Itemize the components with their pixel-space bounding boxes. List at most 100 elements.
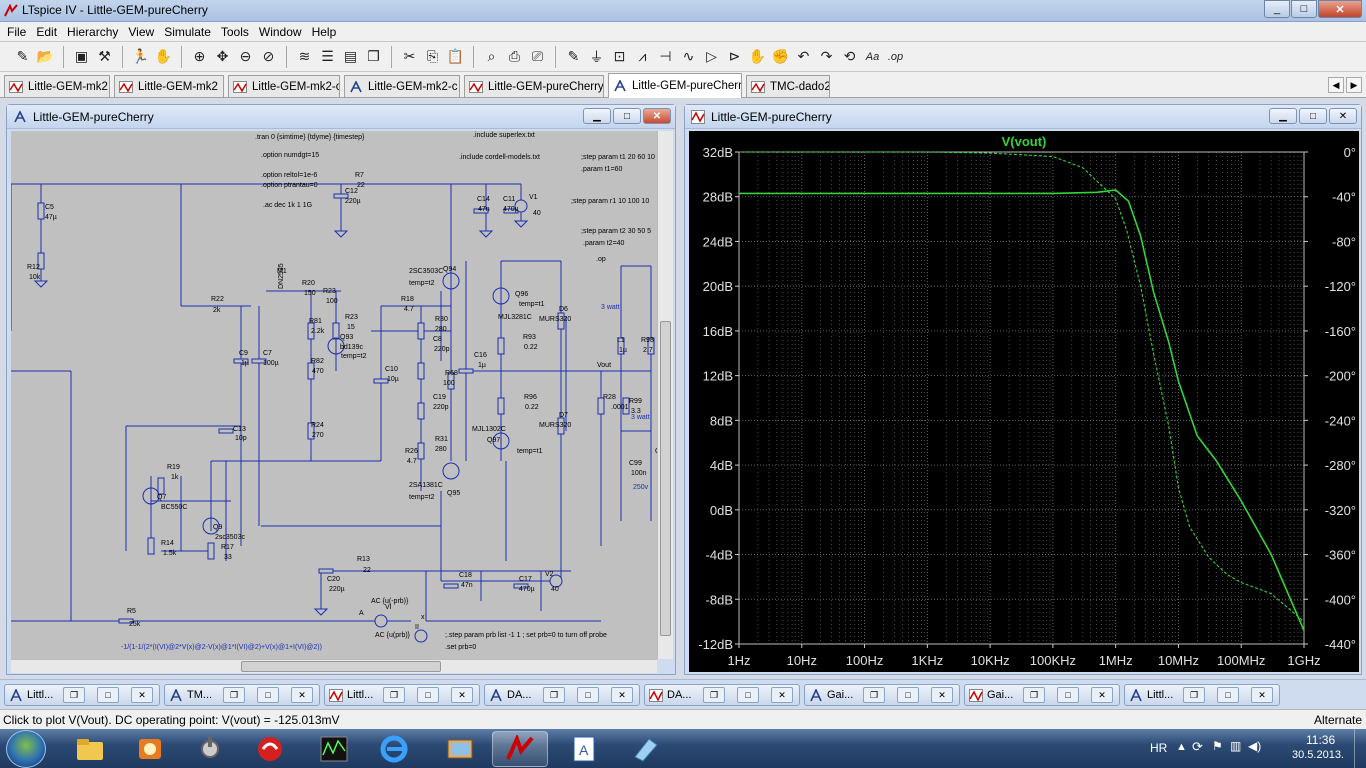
taskbar-photo-viewer-icon[interactable] xyxy=(432,731,488,767)
component-icon[interactable]: ⊳ xyxy=(728,48,741,64)
tray-sync-icon[interactable]: ⟳ xyxy=(1192,739,1203,754)
tab-2[interactable]: Little-GEM-mk2-c xyxy=(228,75,340,97)
schematic-component[interactable] xyxy=(147,537,155,555)
schematic-component[interactable] xyxy=(447,372,455,390)
tab-6[interactable]: TMC-dado2 xyxy=(746,75,830,97)
ground-icon[interactable]: ⏚ xyxy=(589,48,604,65)
minimize-button[interactable]: _ xyxy=(1264,0,1290,18)
label-icon[interactable]: ⊡ xyxy=(613,48,626,64)
capacitor-icon[interactable]: ⊣ xyxy=(659,48,672,64)
taskbar-ltspice-icon[interactable] xyxy=(492,731,548,767)
language-indicator[interactable]: HR xyxy=(1150,741,1168,755)
maximize-button[interactable]: □ xyxy=(1217,687,1239,703)
spice-directive[interactable]: ;step param t2 30 50 5 xyxy=(581,228,651,235)
inductor-icon[interactable]: ∿ xyxy=(682,48,695,64)
maximize-button[interactable]: □ xyxy=(897,687,919,703)
spice-directive[interactable]: .op xyxy=(596,256,606,263)
resistor-icon[interactable]: ⩘ xyxy=(638,48,647,64)
schematic-component[interactable] xyxy=(417,322,425,340)
restore-button[interactable]: ❐ xyxy=(863,687,885,703)
minimized-window-3[interactable]: DA...❐□✕ xyxy=(484,684,640,706)
minimized-window-6[interactable]: Gai...❐□✕ xyxy=(964,684,1120,706)
minimized-window-0[interactable]: Littl...❐□✕ xyxy=(4,684,160,706)
window-title-bar[interactable]: LTspice IV - Little-GEM-pureCherry _ □ ✕ xyxy=(0,0,1366,22)
schematic-component[interactable] xyxy=(157,477,165,495)
schematic-component[interactable] xyxy=(307,362,315,380)
text-icon[interactable]: Aa xyxy=(865,50,880,63)
spice-directive[interactable]: .param t2=40 xyxy=(583,240,625,247)
probe-formula[interactable]: -1/(1-1/(2*(I(VI)@2*V(x)@2-V(x)@1*I(VI)@… xyxy=(121,644,322,651)
schematic-component[interactable] xyxy=(513,583,529,589)
transistor-symbol[interactable] xyxy=(327,337,345,355)
schematic-component[interactable] xyxy=(307,422,315,440)
menu-hierarchy[interactable]: Hierarchy xyxy=(67,24,119,39)
maximize-button[interactable]: □ xyxy=(1291,0,1317,18)
spice-directive[interactable]: .include superlex.txt xyxy=(473,132,535,139)
trace-phase[interactable] xyxy=(739,151,1305,623)
cut-icon[interactable]: ✂ xyxy=(403,48,416,64)
taskbar-scope-icon[interactable] xyxy=(306,731,362,767)
close-button[interactable]: ✕ xyxy=(931,687,953,703)
taskbar-wordpad-icon[interactable]: A xyxy=(556,731,612,767)
spice-directive-icon[interactable]: .op xyxy=(887,50,904,63)
print-setup-icon[interactable]: ⎚ xyxy=(531,48,544,64)
schematic-component[interactable] xyxy=(118,618,134,624)
minimized-window-4[interactable]: DA...❐□✕ xyxy=(644,684,800,706)
restore-button[interactable]: ❐ xyxy=(1183,687,1205,703)
undo-icon[interactable]: ↶ xyxy=(797,48,810,64)
tab-4[interactable]: Little-GEM-pureCherry xyxy=(464,75,604,97)
autorange-icon[interactable]: ≋ xyxy=(298,48,311,64)
plot-close-button[interactable]: ✕ xyxy=(1329,108,1357,124)
show-desktop-button[interactable] xyxy=(1354,729,1366,768)
schematic-component[interactable] xyxy=(318,568,334,574)
menu-tools[interactable]: Tools xyxy=(220,24,249,39)
clock-date[interactable]: 30.5.2013. xyxy=(1292,749,1344,761)
maximize-button[interactable]: □ xyxy=(417,687,439,703)
redo-icon[interactable]: ↷ xyxy=(820,48,833,64)
schematic-minimize-button[interactable]: ▁ xyxy=(583,108,611,124)
schematic-component[interactable] xyxy=(597,397,605,415)
close-button[interactable]: ✕ xyxy=(291,687,313,703)
plot-title-bar[interactable]: Little-GEM-pureCherry ▁ □ ✕ xyxy=(685,105,1361,129)
schematic-canvas[interactable]: .tran 0 {simtime} {tdyme} {timestep} .opt… xyxy=(11,131,657,659)
taskbar-program-icon[interactable] xyxy=(122,731,178,767)
wire-icon[interactable]: ✎ xyxy=(567,48,580,64)
close-button[interactable]: ✕ xyxy=(451,687,473,703)
schematic-component[interactable] xyxy=(373,378,389,384)
schematic-component[interactable] xyxy=(333,193,349,199)
restore-button[interactable]: ❐ xyxy=(1023,687,1045,703)
schematic-component[interactable] xyxy=(37,202,45,220)
tile-horizontal-icon[interactable]: ☰ xyxy=(321,48,334,64)
schematic-component[interactable] xyxy=(497,337,505,355)
schematic-maximize-button[interactable]: □ xyxy=(613,108,641,124)
menu-view[interactable]: View xyxy=(128,24,155,39)
spice-directive[interactable]: .option numdgt=15 xyxy=(261,152,319,159)
spice-directive[interactable]: .tran 0 {simtime} {tdyme} {timestep} xyxy=(255,134,365,141)
schematic-component[interactable] xyxy=(622,397,630,415)
drag-icon[interactable]: ✊ xyxy=(771,48,790,64)
transistor-symbol[interactable] xyxy=(142,487,160,505)
plot-maximize-button[interactable]: □ xyxy=(1299,108,1327,124)
taskbar-internet-explorer-icon[interactable] xyxy=(366,731,422,767)
taskbar-explorer-icon[interactable] xyxy=(62,731,118,767)
schematic-vscroll-thumb[interactable] xyxy=(660,321,671,636)
schematic-component[interactable] xyxy=(557,417,565,435)
close-button[interactable]: ✕ xyxy=(611,687,633,703)
schematic-component[interactable] xyxy=(417,402,425,420)
schematic-component[interactable] xyxy=(617,337,625,355)
minimized-window-7[interactable]: Littl...❐□✕ xyxy=(1124,684,1280,706)
run-icon[interactable]: 🏃 xyxy=(131,48,150,64)
restore-button[interactable]: ❐ xyxy=(543,687,565,703)
plot-minimize-button[interactable]: ▁ xyxy=(1269,108,1297,124)
close-button[interactable]: ✕ xyxy=(1251,687,1273,703)
schematic-component[interactable] xyxy=(207,542,215,560)
restore-button[interactable]: ❐ xyxy=(703,687,725,703)
control-panel-icon[interactable]: ⚒ xyxy=(98,48,111,64)
transistor-symbol[interactable] xyxy=(442,272,460,290)
waveform-plot[interactable]: 32dB28dB24dB20dB16dB12dB8dB4dB0dB-4dB-8d… xyxy=(689,131,1359,672)
schematic-component[interactable] xyxy=(307,322,315,340)
spice-directive[interactable]: .set prb=0 xyxy=(445,644,476,651)
menu-simulate[interactable]: Simulate xyxy=(164,24,211,39)
tab-1[interactable]: Little-GEM-mk2 xyxy=(114,75,224,97)
maximize-button[interactable]: □ xyxy=(737,687,759,703)
